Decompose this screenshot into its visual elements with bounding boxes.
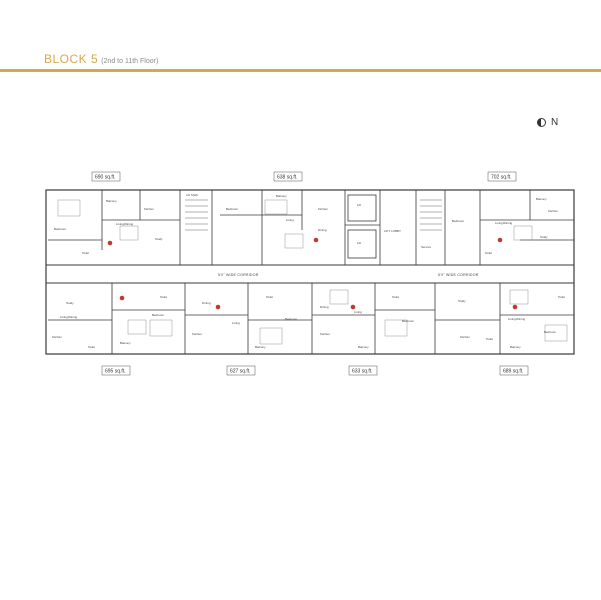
room-label: Dining bbox=[202, 301, 211, 305]
room-label: Dining bbox=[318, 228, 327, 232]
room-label: Balcony bbox=[276, 194, 287, 198]
room-label: Toilet bbox=[486, 337, 493, 341]
room-label: Kitchen bbox=[192, 332, 202, 336]
room-label: Study bbox=[155, 237, 163, 241]
room-label: Kitchen bbox=[460, 335, 470, 339]
room-label: Toilet bbox=[160, 295, 167, 299]
room-label: Living bbox=[354, 310, 362, 314]
room-label: Balcony bbox=[536, 197, 547, 201]
room-label: Bedroom bbox=[226, 207, 239, 211]
room-label: Balcony bbox=[255, 345, 266, 349]
area-bottom-1: 695 sq.ft. bbox=[105, 369, 126, 375]
room-label: Living bbox=[286, 218, 294, 222]
room-label: Kitchen bbox=[548, 209, 558, 213]
room-label: Service bbox=[421, 245, 431, 249]
room-label: LIFT LOBBY bbox=[384, 229, 401, 233]
room-label: Balcony bbox=[358, 345, 369, 349]
room-label: Kitchen bbox=[318, 207, 328, 211]
area-top-left: 690 sq.ft. bbox=[95, 175, 116, 181]
room-label: Study bbox=[458, 299, 466, 303]
floor-plan: 690 sq.ft. 638 sq.ft. 702 sq.ft. 695 sq.… bbox=[45, 171, 575, 376]
room-label: Balcony bbox=[510, 345, 521, 349]
area-bottom-3: 633 sq.ft. bbox=[352, 369, 373, 375]
floor-range: (2nd to 11th Floor) bbox=[101, 58, 159, 65]
area-top-mid: 638 sq.ft. bbox=[277, 175, 298, 181]
room-label: Bedroom bbox=[544, 330, 557, 334]
room-label: Toilet bbox=[558, 295, 565, 299]
room-label: Living/Dining bbox=[508, 317, 526, 321]
room-label: Bedroom bbox=[452, 219, 465, 223]
north-arrow-icon bbox=[537, 118, 546, 127]
room-label: Toilet bbox=[485, 251, 492, 255]
room-label: Lift Shaft bbox=[186, 193, 198, 197]
room-label: Bedroom bbox=[152, 313, 165, 317]
room-label: Living/Dining bbox=[116, 222, 134, 226]
room-label: Toilet bbox=[392, 295, 399, 299]
block-title: BLOCK 5 bbox=[44, 52, 99, 66]
room-label: Bedroom bbox=[402, 319, 415, 323]
room-label: Living/Dining bbox=[60, 315, 78, 319]
room-label: Kitchen bbox=[144, 207, 154, 211]
room-label: Living bbox=[232, 321, 240, 325]
room-label: Study bbox=[540, 235, 548, 239]
room-label: Toilet bbox=[266, 295, 273, 299]
room-label: Kitchen bbox=[320, 332, 330, 336]
room-label: Lift bbox=[357, 203, 361, 207]
room-label: Toilet bbox=[82, 251, 89, 255]
outer-wall bbox=[45, 189, 575, 355]
page-header: BLOCK 5(2nd to 11th Floor) bbox=[44, 50, 158, 68]
room-label: Bedroom bbox=[285, 317, 298, 321]
room-label: Study bbox=[66, 301, 74, 305]
room-label: Kitchen bbox=[52, 335, 62, 339]
room-label: Dining bbox=[320, 305, 329, 309]
room-label: Bedroom bbox=[54, 227, 67, 231]
corridor-label-left: 5'0" WIDE CORRIDOR bbox=[218, 273, 259, 277]
room-label: Living/Dining bbox=[495, 221, 513, 225]
north-label: N bbox=[551, 117, 559, 128]
area-bottom-4: 689 sq.ft. bbox=[503, 369, 524, 375]
room-label: Balcony bbox=[106, 199, 117, 203]
room-label: Lift bbox=[357, 241, 361, 245]
corridor-label-right: 5'0" WIDE CORRIDOR bbox=[438, 273, 479, 277]
header-divider bbox=[0, 69, 601, 72]
compass: N bbox=[537, 117, 558, 128]
room-label: Toilet bbox=[88, 345, 95, 349]
area-bottom-2: 627 sq.ft. bbox=[230, 369, 251, 375]
area-top-right: 702 sq.ft. bbox=[491, 175, 512, 181]
room-label: Balcony bbox=[120, 341, 131, 345]
